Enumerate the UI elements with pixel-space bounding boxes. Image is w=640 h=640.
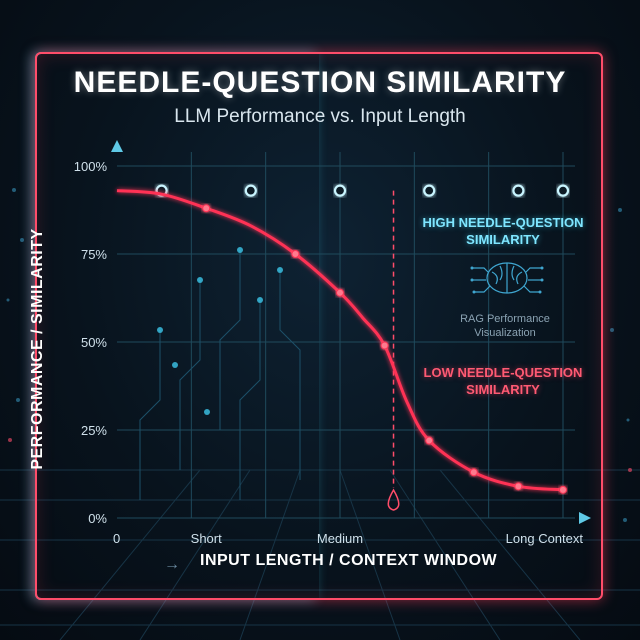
circuit-node	[237, 247, 243, 253]
chart-frame	[35, 52, 603, 600]
y-tick-label: 0%	[88, 511, 107, 526]
circuit-node	[197, 277, 203, 283]
data-point-high	[512, 184, 525, 197]
y-tick-label: 50%	[81, 335, 107, 350]
data-point-low	[425, 436, 434, 445]
y-axis-arrow-icon	[111, 140, 123, 152]
x-axis-label: INPUT LENGTH / CONTEXT WINDOW	[200, 552, 498, 569]
data-point-high	[333, 184, 347, 197]
circuit-node	[172, 362, 178, 368]
data-point-high	[423, 184, 436, 197]
data-point-low	[336, 288, 344, 297]
circuit-node	[277, 267, 283, 273]
x-tick-label: Long Context	[506, 531, 584, 546]
circuit-node	[157, 327, 163, 333]
droplet-icon	[387, 488, 400, 511]
x-tick-label: Short	[191, 531, 222, 546]
data-point-low	[202, 204, 211, 213]
y-axis-label: PERFORMANCE / SIMILARITY	[29, 228, 46, 470]
data-point-low	[380, 341, 389, 350]
annotation-low-similarity: LOW NEEDLE-QUESTION SIMILARITY	[423, 365, 583, 397]
chart-title: NEEDLE-QUESTION SIMILARITY	[73, 66, 567, 99]
y-tick-label: 75%	[81, 247, 107, 262]
data-point-low	[291, 250, 300, 258]
x-axis-arrow-icon	[579, 512, 591, 524]
y-tick-label: 25%	[81, 423, 107, 438]
x-tick-label: Medium	[317, 531, 363, 546]
chart-subtitle: LLM Performance vs. Input Length	[174, 106, 466, 127]
circuit-node	[204, 409, 210, 415]
circuit-trace	[219, 250, 241, 430]
x-axis-label-arrow-icon: →	[164, 556, 180, 573]
circuit-trace	[179, 280, 201, 470]
y-tick-label: 100%	[74, 159, 108, 174]
data-point-high	[244, 184, 257, 197]
circuit-node	[257, 297, 263, 303]
circuit-trace	[239, 300, 261, 500]
data-point-high	[556, 184, 570, 197]
x-tick-label: 0	[113, 531, 120, 546]
data-point-low	[559, 485, 567, 494]
annotation-high-similarity: HIGH NEEDLE-QUESTION SIMILARITY	[422, 215, 584, 247]
brain-icon	[470, 262, 544, 294]
data-point-low	[469, 468, 478, 477]
data-point-low	[514, 482, 523, 491]
circuit-trace	[279, 270, 301, 480]
annotation-rag: RAG Performance Visualization	[460, 313, 550, 339]
circuit-trace	[139, 330, 161, 500]
